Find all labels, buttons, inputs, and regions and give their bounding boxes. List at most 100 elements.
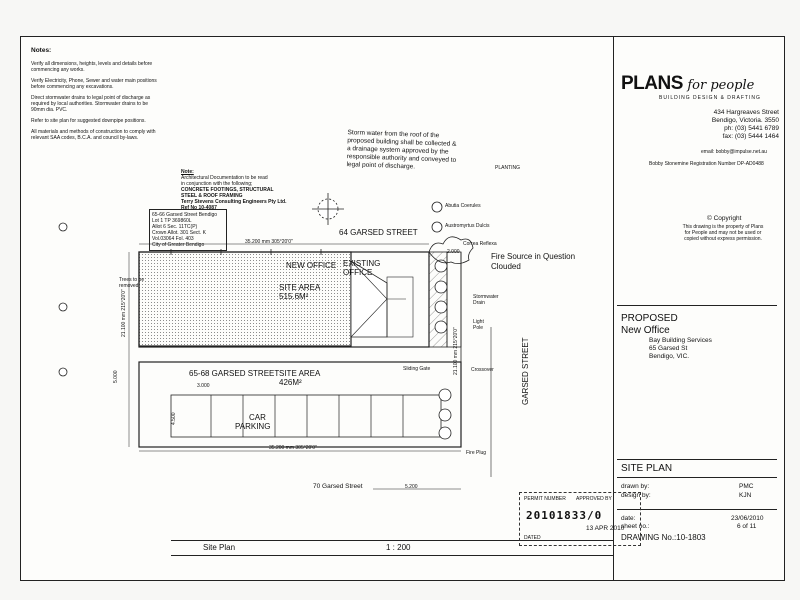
title-block-divider [613,37,614,580]
stormwater-drain-label: Stormwater Drain [473,294,499,306]
dimension-5200: 5.200 [405,484,418,490]
garsed-street-text: GARSED STREET [521,337,530,405]
arch-note-line: Ref No 10-4087 [181,205,217,211]
clouded-label: Clouded [491,262,521,271]
drawing-sheet: Notes: Verify all dimensions, heights, l… [20,36,785,581]
general-notes: Notes: Verify all dimensions, heights, l… [31,47,161,146]
title-line: City of Greater Bendigo [152,242,205,248]
drawing-title: SITE PLAN [621,463,673,474]
arch-note-line: CONCRETE FOOTINGS, STRUCTURAL [181,187,274,193]
correa-label: Correa Reflexa [463,241,497,247]
north-point [312,193,344,225]
crossover-label: Crossover [471,367,494,373]
company-logo: PLANS for people BUILDING DESIGN & DRAFT… [621,73,781,101]
site-area-bottom-label: SITE AREA [279,369,321,378]
company-registration: Bobby Stonemine Registration Number DP-A… [649,161,764,167]
dimension-right-upper: 21.100 mm 215°20'0" [453,327,459,375]
stamp-dated-label: DATED [524,535,541,541]
car-parking-label-1: CAR [249,413,266,422]
arch-note-line: STEEL & ROOF FRAMING [181,193,243,199]
site-area-top-label: SITE AREA [279,283,321,292]
boundary-markers [170,249,322,255]
address-line: fax: (03) 5444 1464 [722,133,779,140]
dimension-right-text: 21.100 mm 215°20'0" [453,327,459,375]
drawn-by-label: drawn by: [621,483,650,490]
existing-office-label: EXISTING OFFICE [343,259,381,277]
street-6568-label: 65-68 GARSED STREET [189,369,280,378]
stamp-approved-label: APPROVED BY [576,496,612,502]
title-line: Lot 1 TP 369860L [152,218,192,224]
design-by-label: design by: [621,492,651,499]
light-pole-label: Light Pole [473,319,484,331]
project-heading: PROPOSED [621,313,678,324]
car-parking-label-2: PARKING [235,422,271,431]
title-line: Allot 6 Sec. 11TC(P) [152,224,198,230]
property-title-block: 65-66 Garsed Street Bendigo Lot 1 TP 369… [149,209,227,251]
dimension-2000: 2.000 [447,249,460,255]
arch-note-line: in conjunction with the following; [181,181,253,187]
client-details: Bay Building Services 65 Garsed St Bendi… [649,337,712,361]
drawing-title-divider [617,459,777,460]
note-item: All materials and methods of constructio… [31,129,156,141]
client-line: Bay Building Services [649,337,712,344]
site-plan-drawing [58,193,492,490]
company-address: 434 Hargreaves Street Bendigo, Victoria.… [649,109,779,141]
note-item: Verify all dimensions, heights, levels a… [31,61,153,73]
project-divider-top [617,305,777,306]
austromyrtus-label: Austromyrtus Dulcis [445,223,490,229]
notes-heading: Notes: [31,47,52,54]
fire-source-cloud [428,236,474,264]
site-area-top-value: 515.6M² [279,292,309,301]
address-line: Bendigo, Victoria. 3550 [711,117,779,124]
logo-main: PLANS [621,73,683,94]
permit-stamp: PERMIT NUMBER APPROVED BY 20101833/0 13 … [519,492,641,546]
dimension-left-upper: 21.100 mm 215°20'0" [121,289,127,337]
sheet-value: 6 of 11 [737,523,757,530]
garsed-street-label: GARSED STREET [521,337,531,405]
logo-script: for people [687,78,755,93]
dimension-4500-text: 4.500 [171,412,177,425]
drawing-number: DRAWING No.:10-1803 [621,533,706,543]
stamp-permit-label: PERMIT NUMBER [524,496,566,502]
planting-label: PLANTING [495,165,521,171]
note-item: Verify Electricity, Phone, Sewer and wat… [31,78,157,90]
street-64-label: 64 GARSED STREET [339,228,418,237]
footer-title: Site Plan [203,543,236,552]
dimension-bottom: 35.200 mm 305°20'0" [269,445,317,451]
address-line: 434 Hargreaves Street [713,109,779,116]
dimension-5000-text: 5.000 [113,370,119,383]
title-line: Crown Allot. 301 Sect. K [152,230,206,236]
street-70-label: 70 Garsed Street [313,483,363,490]
arch-note-line: Architectural Documentation to be read [181,175,268,181]
drawing-title-underline [617,477,777,478]
fire-source-label: Fire Source in Question [491,252,576,261]
car-park-area [170,394,442,438]
fire-plug-label: Fire Plug [466,450,487,456]
client-line: 65 Garsed St [649,345,688,352]
date-value: 23/06/2010 [731,515,764,522]
date-divider [617,509,777,510]
drawing-number-value: 10-1803 [676,533,706,542]
footer-line [171,540,613,541]
note-item: Direct stormwater drains to legal point … [31,95,151,113]
dimension-left-text: 21.100 mm 215°20'0" [121,289,127,337]
company-email: email: bobby@impulse.net.au [701,149,767,155]
trees-removed-label: Trees to be removed [119,277,145,289]
title-line: Vol.03064 Fol. 403 [152,236,194,242]
new-office-footprint [138,251,352,347]
dimension-3000: 3.000 [197,383,210,389]
dimension-top: 35.200 mm 305°20'0" [245,239,293,245]
stamp-number: 20101833/0 [526,509,603,522]
drawing-number-label: DRAWING No.: [621,533,677,542]
date-label: date: [621,515,636,522]
copyright-text: This drawing is the property of Plans fo… [682,224,764,242]
note-item: Refer to site plan for suggested downpip… [31,118,146,124]
footer-scale: 1 : 200 [386,543,411,552]
dimension-5000: 5.000 [113,370,119,383]
logo-sub: BUILDING DESIGN & DRAFTING [659,95,761,101]
copyright-title: © Copyright [707,215,742,222]
architectural-note: Note: Architectural Documentation to be … [181,169,286,211]
car-bays [210,395,404,437]
project-subheading: New Office [621,325,670,336]
stamp-approved-date: 13 APR 2010 [586,525,625,532]
